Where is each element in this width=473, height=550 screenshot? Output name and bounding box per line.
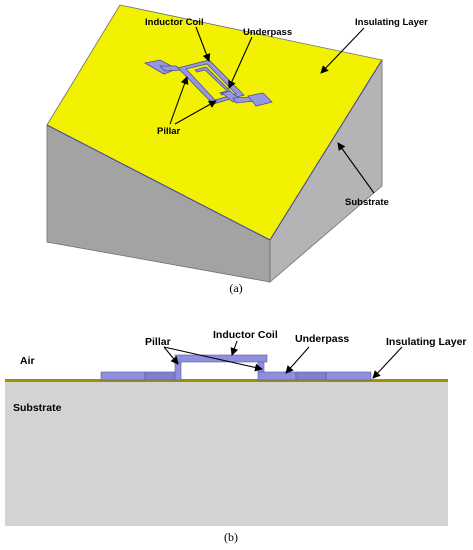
label-b-inductor-coil: Inductor Coil [213, 329, 278, 341]
label-a-substrate: Substrate [345, 197, 389, 208]
label-b-pillar: Pillar [145, 336, 171, 348]
right-pad-section [325, 371, 372, 381]
pillar-right [257, 361, 265, 373]
left-pillar-block [144, 371, 176, 381]
label-a-inductor-coil: Inductor Coil [145, 17, 204, 28]
label-a-pillar: Pillar [157, 126, 181, 137]
label-b-substrate: Substrate [13, 402, 62, 414]
inductor-coil-section [174, 354, 268, 363]
caption-a: (a) [229, 281, 242, 295]
label-b-underpass: Underpass [295, 333, 349, 345]
label-a-insulating-layer: Insulating Layer [355, 17, 428, 28]
panel-a: Inductor Coil Underpass Pillar Insulatin… [46, 4, 428, 295]
caption-b: (b) [224, 530, 238, 544]
leaders-panel-a [169, 26, 375, 194]
leaders-panel-b [163, 340, 403, 379]
label-b-insulating-layer: Insulating Layer [386, 336, 467, 348]
right-pad [247, 92, 273, 107]
label-a-underpass: Underpass [243, 27, 292, 38]
underpass-section [257, 371, 297, 381]
label-b-air: Air [20, 355, 35, 367]
panel-b: Inductor Coil Pillar Underpass Insulatin… [5, 329, 467, 544]
substrate-section [5, 381, 448, 526]
insulating-layer-line [5, 379, 448, 382]
pillar-left [174, 361, 182, 381]
inductor-structure-section [100, 354, 372, 381]
right-block-section [295, 371, 327, 381]
left-pad-section [100, 371, 146, 381]
